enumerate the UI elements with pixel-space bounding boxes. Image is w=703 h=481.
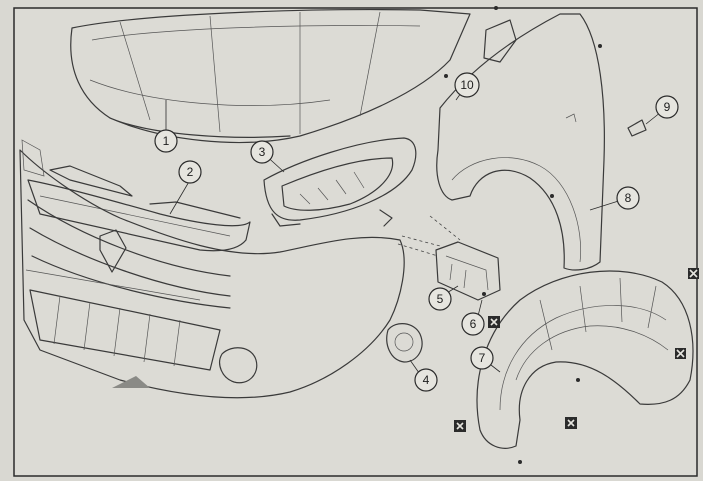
grille-trim-part bbox=[27, 165, 251, 252]
callout-1-label: 1 bbox=[163, 134, 170, 148]
callout-8: 8 bbox=[616, 186, 640, 210]
callout-8-label: 8 bbox=[625, 191, 632, 205]
callout-3-label: 3 bbox=[259, 145, 266, 159]
front-bumper bbox=[19, 139, 405, 399]
callout-5-label: 5 bbox=[437, 292, 444, 306]
watermark-logo bbox=[112, 376, 150, 388]
x-box-icon bbox=[565, 417, 577, 429]
callout-4: 4 bbox=[414, 368, 438, 392]
callout-6-label: 6 bbox=[470, 317, 477, 331]
page-border bbox=[13, 7, 698, 477]
headlamp-part bbox=[263, 137, 417, 227]
bracket-part bbox=[397, 215, 501, 301]
x-box-icon bbox=[454, 420, 466, 432]
callout-2: 2 bbox=[178, 160, 202, 184]
callout-10-label: 10 bbox=[460, 78, 474, 92]
callout-10: 10 bbox=[454, 72, 480, 98]
callout-5: 5 bbox=[428, 287, 452, 311]
x-box-icon bbox=[488, 316, 500, 328]
fender-part bbox=[436, 13, 605, 271]
callout-4-label: 4 bbox=[423, 373, 430, 387]
callout-1: 1 bbox=[154, 129, 178, 153]
callout-6: 6 bbox=[461, 312, 485, 336]
callout-7: 7 bbox=[470, 346, 494, 370]
callout-3: 3 bbox=[250, 140, 274, 164]
fog-lamp-part bbox=[386, 323, 423, 363]
hood-part bbox=[70, 9, 471, 144]
callout-9: 9 bbox=[655, 95, 679, 119]
callout-9-label: 9 bbox=[664, 100, 671, 114]
fasteners bbox=[444, 6, 647, 464]
callout-2-label: 2 bbox=[187, 165, 194, 179]
x-box-icon bbox=[688, 268, 699, 279]
callout-7-label: 7 bbox=[479, 351, 486, 365]
wheel-arch-liner-part bbox=[476, 270, 694, 449]
x-box-icon bbox=[675, 348, 686, 359]
